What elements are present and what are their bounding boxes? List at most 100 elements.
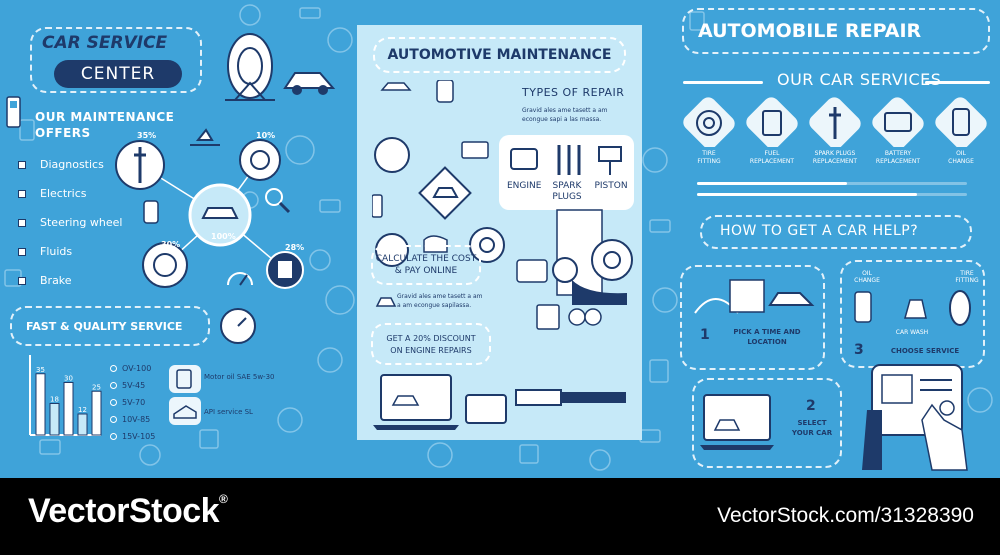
service-label: OIL	[956, 150, 966, 157]
fuel-can-icon	[762, 110, 782, 136]
percent-28: 28%	[285, 243, 305, 252]
offer-label: Diagnostics	[40, 158, 104, 171]
checkbox-icon	[18, 247, 26, 256]
bar-label-25: 25	[92, 383, 101, 391]
legend-label: 5V-70	[122, 398, 146, 407]
service-label: FUEL	[764, 150, 780, 157]
pointing-hand-icon	[515, 389, 562, 406]
tire-fitting-label: TIRE FITTING	[947, 270, 987, 284]
step1-line2: LOCATION	[747, 338, 787, 346]
center-pill: CENTER	[54, 60, 182, 88]
service-label: REPLACEMENT	[875, 158, 921, 165]
types-of-repair-title: TYPES OF REPAIR	[522, 86, 625, 99]
offers-list: Diagnostics Electrics Steering wheel Flu…	[18, 150, 122, 295]
checkbox-icon	[18, 189, 26, 198]
automobile-repair-title-box: AUTOMOBILE REPAIR	[682, 8, 990, 54]
piston-icon	[598, 146, 622, 175]
calc-line1: CALCULATE THE COST	[375, 254, 477, 264]
choose-service-icons	[854, 290, 971, 326]
offer-item-steering-wheel: Steering wheel	[18, 208, 122, 237]
fast-quality-service-box: FAST & QUALITY SERVICE	[10, 306, 210, 346]
key-fob-icon	[436, 80, 454, 103]
payment-illustration	[516, 209, 633, 330]
our-car-services-title: OUR CAR SERVICES	[777, 70, 942, 89]
battery-service-icon	[884, 112, 912, 132]
percent-35: 35%	[137, 131, 157, 140]
step2-line1: SELECT	[797, 419, 827, 427]
step2-text: SELECT YOUR CAR	[782, 418, 842, 438]
laptop-car-select-icon	[700, 394, 774, 450]
step3-number: 3	[854, 342, 864, 358]
oil-bottle-icons	[169, 365, 201, 425]
calc-desc-line1: Gravid ales ame tasett a am	[397, 293, 483, 300]
car-key-icon	[143, 200, 159, 224]
step2-box: 2 SELECT YOUR CAR	[692, 378, 842, 468]
footer-bar: VectorStock® VectorStock.com/31328390	[0, 478, 1000, 555]
wallet-icon	[516, 259, 548, 283]
service-label: SPARK PLUGS	[814, 150, 856, 157]
oil-bottle-icon	[952, 108, 970, 136]
how-to-get-help-title: HOW TO GET A CAR HELP?	[720, 223, 919, 239]
service-label: TIRE	[702, 150, 716, 157]
step3-box: OIL CHANGE TIRE FITTING CAR WASH 3 CHOOS…	[840, 260, 985, 368]
bar-label-30: 30	[64, 375, 73, 383]
bar-30	[63, 382, 74, 436]
calc-desc-line2: a am econgue sapilassa.	[397, 302, 472, 309]
legend-dot-icon	[110, 365, 117, 372]
step2-line2: YOUR CAR	[791, 429, 833, 437]
map-icon	[729, 279, 765, 313]
service-label: REPLACEMENT	[812, 158, 858, 165]
legend-item: 5V-70	[110, 394, 155, 411]
legend-label: OV-100	[122, 364, 152, 373]
bar-35	[35, 373, 46, 436]
repair-icons	[510, 145, 622, 175]
speedometer-small-icon	[227, 272, 253, 286]
repair-icons-grid	[372, 80, 505, 267]
offer-item-fluids: Fluids	[18, 237, 122, 266]
laptop-diagnostics-illustration	[373, 374, 626, 430]
bar-label-35: 35	[36, 366, 45, 374]
offer-label: Electrics	[40, 187, 87, 200]
oil-change-line2: CHANGE	[854, 277, 880, 284]
steering-wheel-icon	[142, 242, 188, 288]
registered-mark: ®	[219, 492, 228, 506]
oil-legend: OV-100 5V-45 5V-70 10V-85 15V-105	[110, 360, 155, 445]
percent-100: 100%	[211, 232, 236, 241]
legend-item: 10V-85	[110, 411, 155, 428]
calculator-icon	[536, 304, 560, 330]
car-service-title: CAR SERVICE	[42, 33, 168, 53]
maintenance-diagram	[115, 128, 304, 289]
jack-icon	[190, 128, 220, 146]
legend-dot-icon	[110, 382, 117, 389]
calculate-cost-box: CALCULATE THE COST & PAY ONLINE	[371, 245, 481, 285]
step2-number: 2	[806, 398, 816, 414]
oil-can-icon	[854, 291, 872, 323]
repair-spark-label: SPARK	[552, 181, 582, 191]
offer-item-electrics: Electrics	[18, 179, 122, 208]
motor-oil-label: Motor oil SAE 5w-30	[204, 373, 275, 381]
car-diamond-icon	[418, 166, 472, 220]
legend-label: 10V-85	[122, 415, 151, 424]
legend-dot-icon	[110, 433, 117, 440]
coins-icon	[568, 308, 586, 326]
divider-line	[925, 81, 990, 84]
discount-box: GET A 20% DISCOUNT ON ENGINE REPAIRS	[371, 323, 491, 365]
oil-change-line1: OIL	[862, 270, 872, 277]
checkbox-icon	[18, 218, 26, 227]
car-wash-label: CAR WASH	[895, 329, 929, 336]
battery-large-icon	[465, 394, 507, 424]
step1-box: 1 PICK A TIME AND LOCATION	[680, 265, 825, 370]
types-desc-line2: econgue sapi a las massa.	[522, 116, 602, 123]
bar-18	[49, 403, 60, 436]
progress-fill	[697, 182, 847, 185]
percent-10: 10%	[256, 131, 276, 140]
repair-types-box: ENGINE SPARK PLUGS PISTON	[499, 135, 634, 210]
repair-engine-label: ENGINE	[507, 181, 542, 191]
vectorstock-url[interactable]: VectorStock.com/31328390	[717, 504, 974, 527]
service-label: CHANGE	[948, 158, 974, 165]
hand-icon	[572, 280, 627, 305]
checkbox-icon	[18, 160, 26, 169]
